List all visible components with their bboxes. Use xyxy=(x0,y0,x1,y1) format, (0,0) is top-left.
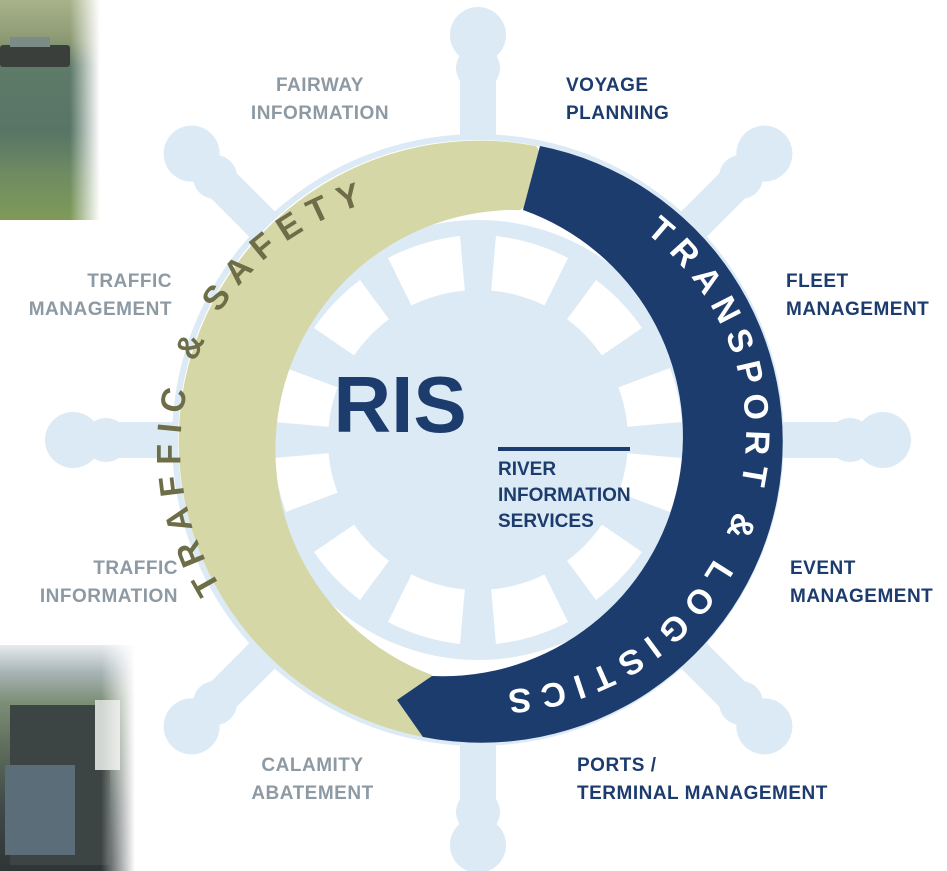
label-line: TERMINAL MANAGEMENT xyxy=(577,783,828,804)
label-line: PORTS / xyxy=(577,755,657,776)
transport-logistics-band xyxy=(397,146,783,743)
wheel-hub xyxy=(328,290,628,590)
label-voyage-planning: VOYAGE PLANNING xyxy=(566,72,669,128)
lock-tower-image xyxy=(95,700,120,770)
lock-photo-bottom xyxy=(0,645,135,871)
label-event-management: EVENT MANAGEMENT xyxy=(790,555,933,611)
label-fairway-information: FAIRWAY INFORMATION xyxy=(240,72,400,128)
label-line: VOYAGE xyxy=(566,75,649,96)
label-line: MANAGEMENT xyxy=(790,586,934,607)
label-traffic-information: TRAFFIC INFORMATION xyxy=(10,555,178,611)
label-line: TRAFFIC xyxy=(93,558,178,579)
label-line: INFORMATION xyxy=(250,103,390,124)
label-line: CALAMITY xyxy=(261,755,364,776)
label-calamity-abatement: CALAMITY ABATEMENT xyxy=(240,752,385,808)
label-ports-terminal-management: PORTS / TERMINAL MANAGEMENT xyxy=(577,752,828,808)
ris-subtitle: RIVER INFORMATION SERVICES xyxy=(498,459,636,532)
label-fleet-management: FLEET MANAGEMENT xyxy=(786,268,929,324)
label-line: MANAGEMENT xyxy=(28,299,172,320)
label-traffic-management: TRAFFIC MANAGEMENT xyxy=(10,268,172,324)
center-divider xyxy=(498,447,630,451)
label-line: MANAGEMENT xyxy=(786,299,930,320)
label-line: PLANNING xyxy=(566,103,670,124)
barge-image xyxy=(5,765,75,855)
label-line: EVENT xyxy=(790,558,856,579)
river-photo-top xyxy=(0,0,100,220)
label-line: FLEET xyxy=(786,271,849,292)
label-line: FAIRWAY xyxy=(276,75,364,96)
barge-image xyxy=(0,37,70,67)
ris-acronym: RIS xyxy=(333,360,466,449)
traffic-safety-band xyxy=(178,140,563,738)
label-line: ABATEMENT xyxy=(251,783,374,804)
label-line: INFORMATION xyxy=(39,586,178,607)
label-line: TRAFFIC xyxy=(87,271,172,292)
